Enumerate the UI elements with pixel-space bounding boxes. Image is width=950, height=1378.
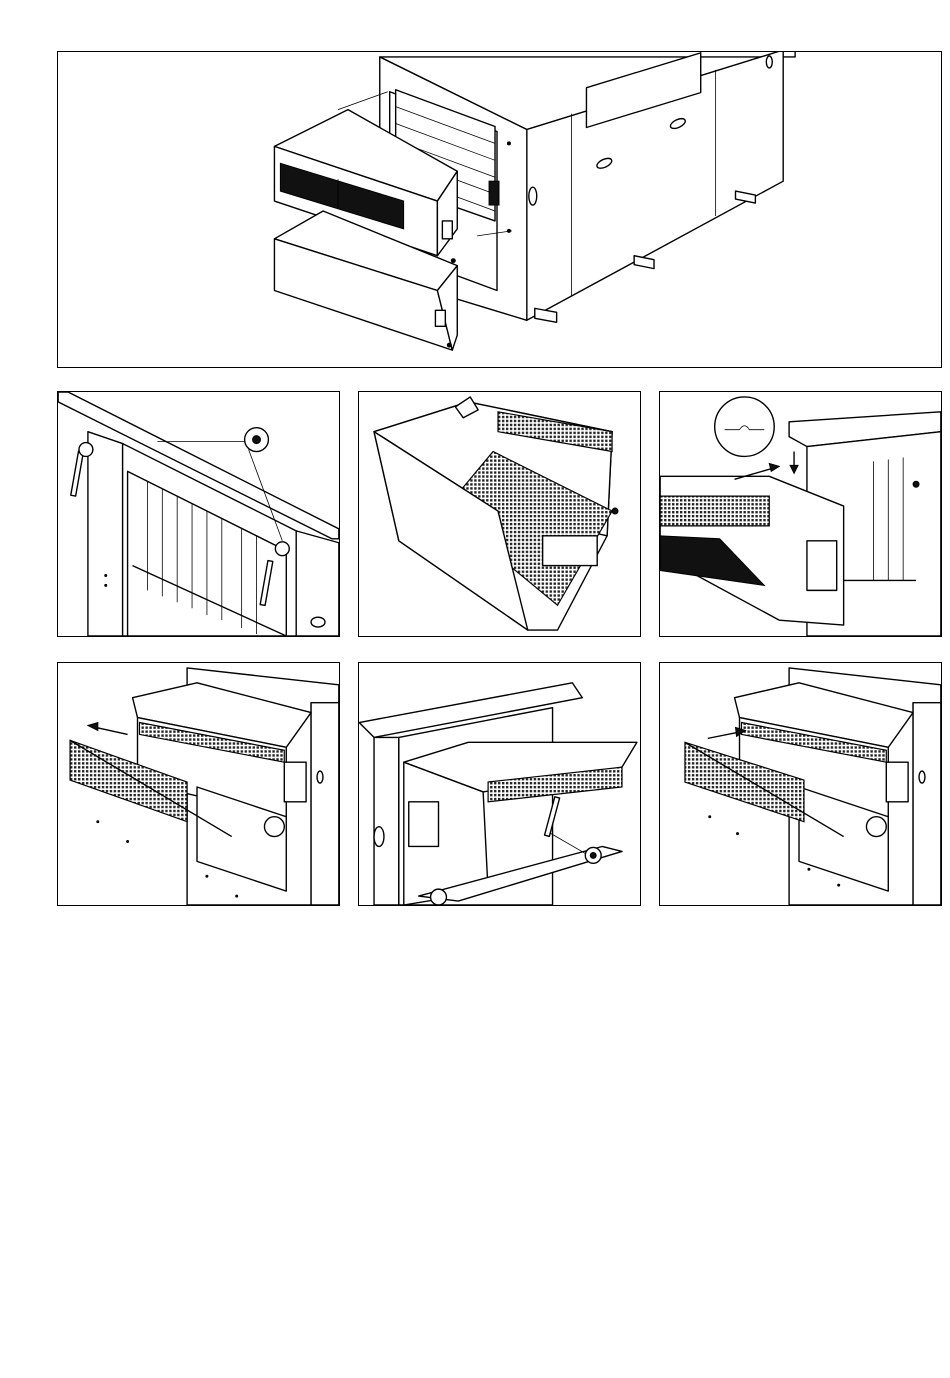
figure-main — [57, 51, 942, 368]
hood-mesh-drawing — [359, 392, 640, 636]
pull-filter-drawing — [58, 663, 339, 905]
hood-grille — [660, 496, 769, 526]
figure-step-2 — [358, 391, 641, 637]
figure-step-4 — [57, 662, 340, 906]
figure-step-5 — [358, 662, 641, 906]
unit-with-hood-drawing — [58, 52, 941, 367]
handle — [529, 187, 537, 205]
pull-arrow — [96, 727, 128, 734]
insert-filter-drawing — [660, 663, 941, 905]
insert-arrow — [708, 732, 738, 738]
remove-bolts-drawing — [58, 392, 339, 636]
figure-step-1 — [57, 391, 340, 637]
figure-step-6 — [659, 662, 942, 906]
figure-step-3 — [659, 391, 942, 637]
fasten-screws-drawing — [359, 663, 640, 905]
damper-actuator — [489, 181, 499, 205]
hang-hood-drawing — [660, 392, 941, 636]
hook-detail-callout — [715, 397, 775, 457]
